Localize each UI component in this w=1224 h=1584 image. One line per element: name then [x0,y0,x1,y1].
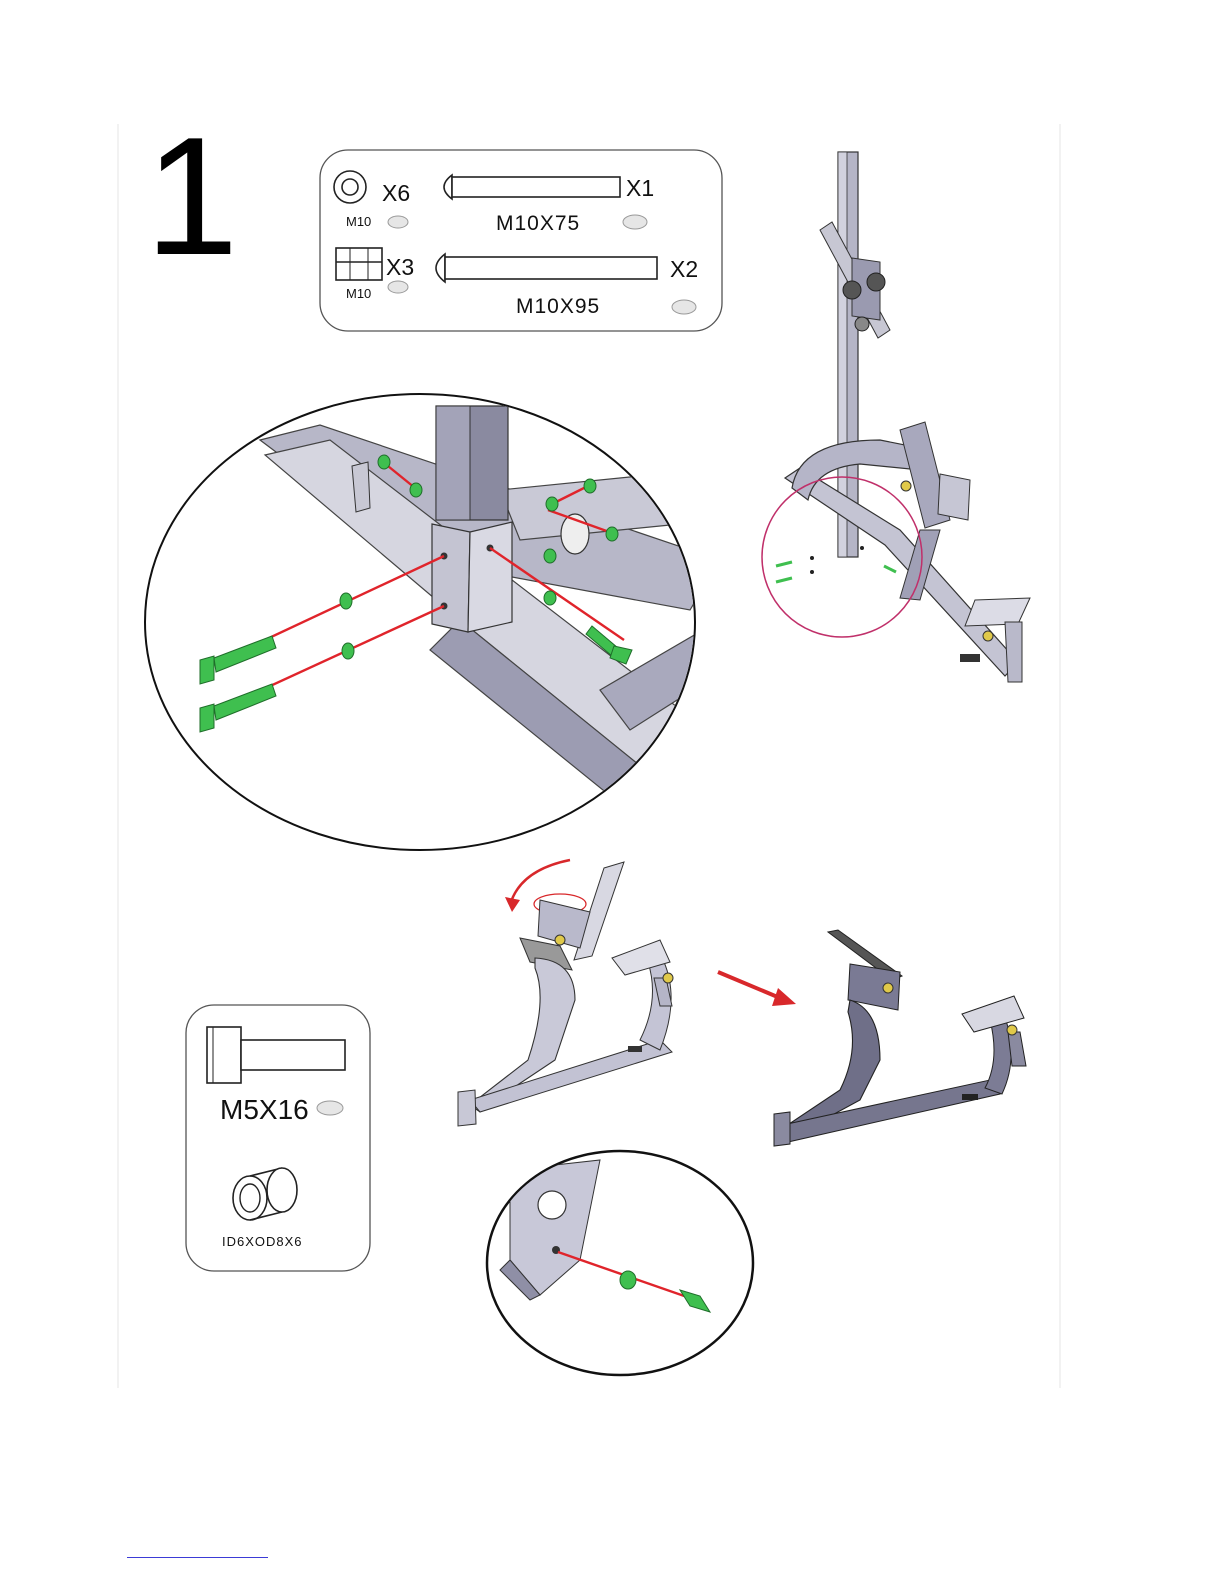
footer-rule [127,1557,268,1558]
screw-spec: M5X16 [220,1094,309,1126]
nut-icon [336,248,382,280]
nut-quantity: X3 [386,254,414,281]
screw-marker-icon [317,1101,343,1115]
pedal-base-after-illustration [774,930,1026,1146]
washer-quantity: X6 [382,180,410,207]
bolt-long-marker-icon [672,300,696,314]
spacer-green-icon [620,1271,636,1289]
transition-arrow-icon [718,972,796,1006]
pedal-base-before-illustration [458,860,673,1126]
bolt-short-marker-icon [623,215,647,229]
washer-marker-icon [388,216,408,228]
bolt-long-icon [436,254,657,282]
nut-marker-icon [388,281,408,293]
step-number: 1 [145,112,238,280]
bolt-short-spec: M10X75 [496,212,580,236]
bolt-short-icon [444,175,620,199]
washer-spec: M10 [346,214,371,229]
bolt-short-quantity: X1 [626,175,654,202]
detail-view-screw [487,1151,753,1375]
washer-icon [334,171,366,203]
bolt-long-quantity: X2 [670,256,698,283]
upright-assembly-illustration [762,152,1030,682]
bolt-long-spec: M10X95 [516,295,600,319]
detail-view-base [145,394,740,850]
nut-spec: M10 [346,286,371,301]
spacer-spec: ID6XOD8X6 [222,1234,303,1249]
